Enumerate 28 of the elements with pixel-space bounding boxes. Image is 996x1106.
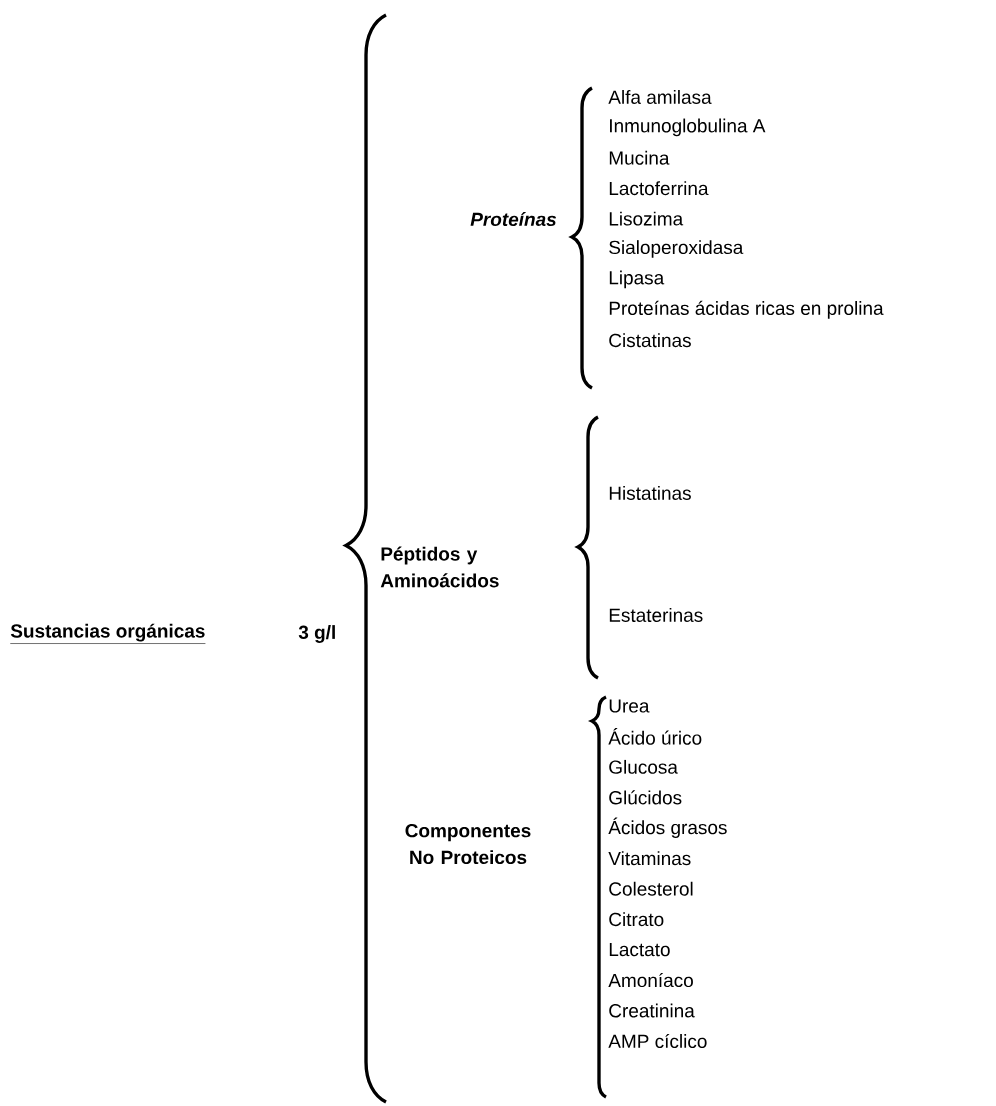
item-label: Histatinas xyxy=(609,486,691,500)
item-label: Lipasa xyxy=(609,270,665,289)
item-label: Proteínas ácidas ricas en prolina xyxy=(609,300,884,319)
item-label: Alfa amilasa xyxy=(608,90,712,104)
item-label: Citrato xyxy=(609,912,664,927)
category-label: Proteínas xyxy=(470,211,557,227)
item-label: Glúcidos xyxy=(609,790,682,805)
item-label: Cistatinas xyxy=(609,333,691,348)
item-label: Mucina xyxy=(609,150,670,165)
item-label: Estaterinas xyxy=(609,608,703,622)
item-label: Lactato xyxy=(609,943,670,957)
item-label: Urea xyxy=(609,699,650,713)
title-label: Sustancias orgánicas xyxy=(10,623,206,644)
item-label: Vitaminas xyxy=(608,851,691,866)
item-label: AMP cíclico xyxy=(608,1033,707,1049)
item-label: Ácido úrico xyxy=(608,728,702,745)
item-label: Colesterol xyxy=(609,881,693,896)
item-label: Inmunoglobulina A xyxy=(610,118,766,137)
item-label: Creatinina xyxy=(609,1003,695,1018)
quantity-label: 3 g/l xyxy=(298,625,335,643)
item-label: Sialoperoxidasa xyxy=(609,240,744,258)
category-label: Componentes No Proteicos xyxy=(405,823,531,865)
category-label: Péptidos y Aminoácidos xyxy=(380,546,499,588)
item-label: Ácidos grasos xyxy=(608,817,727,838)
item-label: Lisozima xyxy=(609,211,684,226)
item-label: Lactoferrina xyxy=(609,181,709,196)
item-label: Glucosa xyxy=(609,759,678,774)
item-label: Amoníaco xyxy=(608,972,693,988)
